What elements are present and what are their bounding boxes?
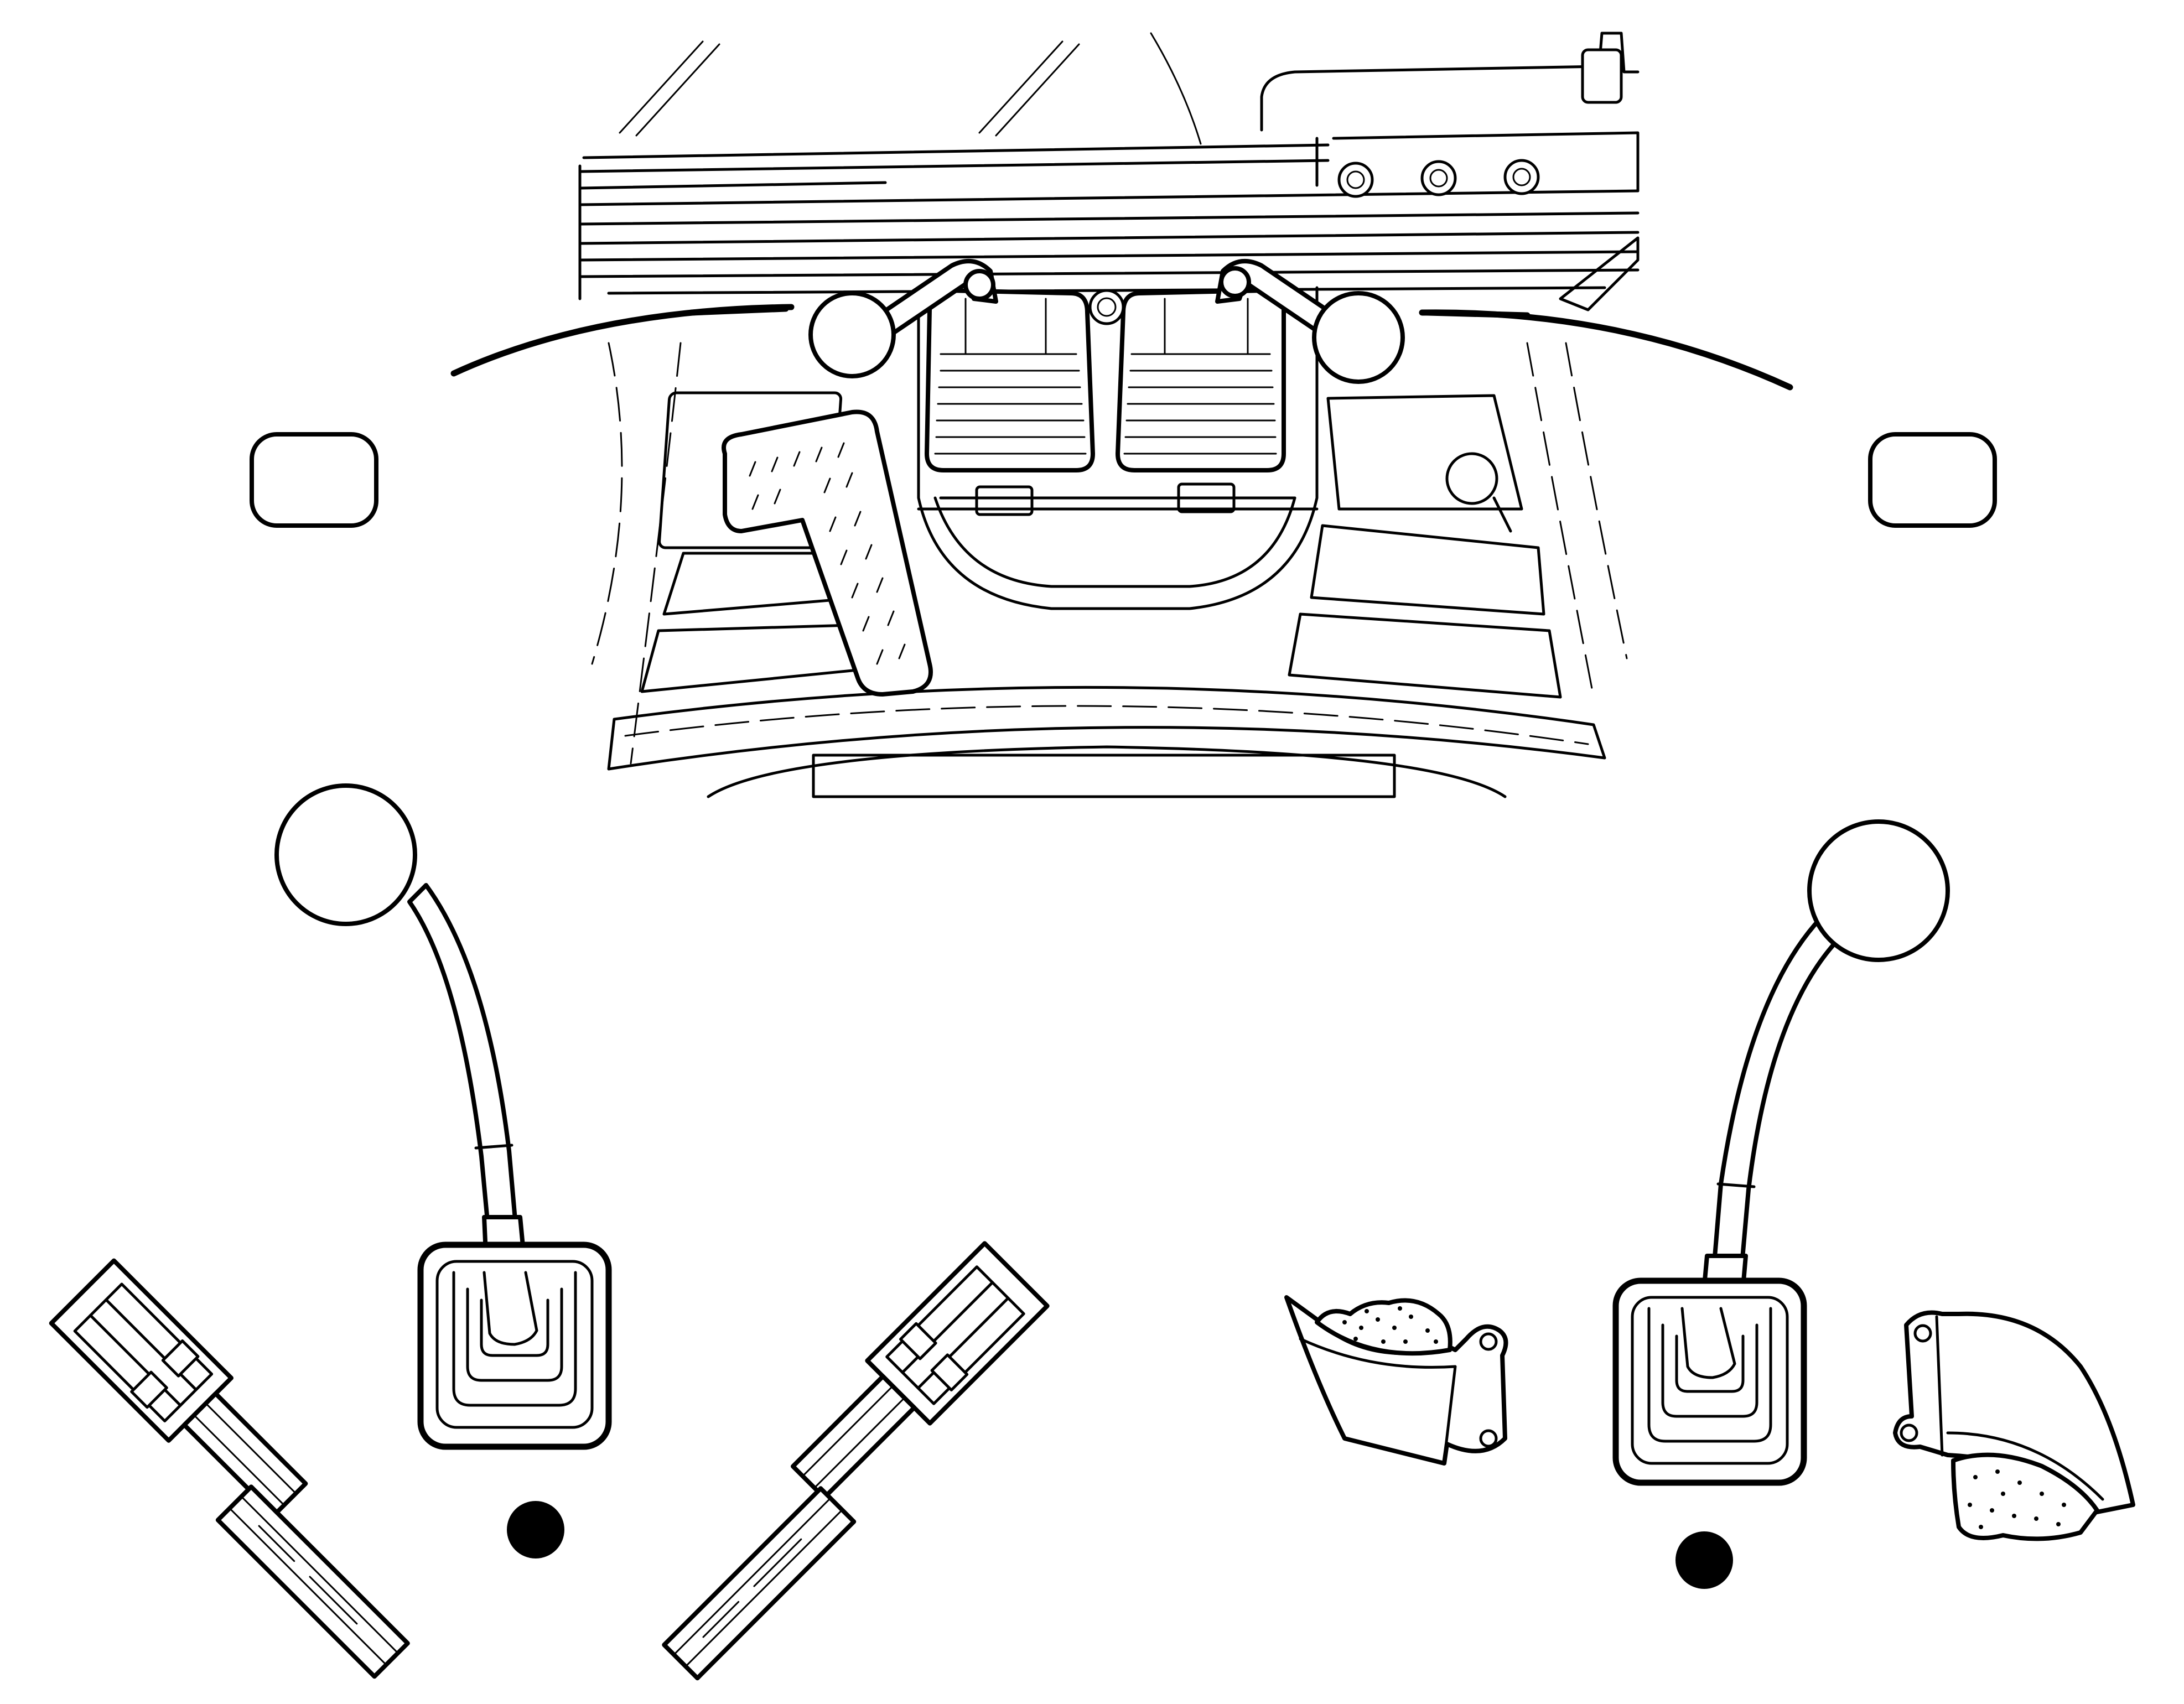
left-indicator-dot [507, 1501, 564, 1558]
floor-dashed-contour [591, 342, 1628, 765]
right-indicator-dot [1675, 1531, 1733, 1589]
right-lever-knob [1807, 819, 1950, 962]
left-rail-dark [688, 305, 789, 316]
right-cylinder-section [662, 1241, 1050, 1681]
right-detail-lever [1612, 819, 1950, 1589]
right-cylinder-upper [791, 1241, 1050, 1500]
dashboard-frame [578, 143, 1640, 300]
right-cylinder-lower [662, 1486, 857, 1681]
bucket-curled [1284, 1295, 1508, 1466]
windshield-glare [619, 32, 1202, 145]
right-rail-arc [1419, 309, 1793, 391]
left-cylinder-upper [49, 1258, 308, 1518]
right-lever-boot-top [1116, 288, 1286, 513]
right-side-bracket [1559, 236, 1640, 311]
bucket-dumped [1893, 1310, 2135, 1541]
left-lever-top [808, 259, 998, 378]
floor-console [917, 286, 1319, 610]
bucket-dumped-load [1951, 1452, 2099, 1541]
left-cylinder-section [49, 1258, 410, 1679]
right-lever-top [1215, 259, 1405, 384]
left-label-box [250, 432, 378, 528]
left-detail-lever [274, 783, 612, 1558]
right-label-box [1868, 432, 1997, 528]
right-floor-knob [1445, 452, 1512, 533]
bucket-curled-load [1315, 1298, 1452, 1356]
top-right-bracket [1260, 32, 1640, 198]
left-cylinder-lower [215, 1484, 410, 1679]
bolt-3 [1503, 159, 1540, 195]
center-indicator-light [1088, 289, 1125, 325]
bolt-1 [1337, 162, 1374, 198]
pedal-tread [749, 442, 906, 665]
load-texture-right [1968, 1469, 2066, 1529]
load-texture-left [1342, 1306, 1438, 1344]
left-lever-boot-top [925, 288, 1095, 516]
right-rail-dark [1424, 309, 1531, 319]
left-lever-boot [417, 1241, 612, 1450]
accelerator-pedal [722, 409, 933, 697]
left-rail-arc [450, 304, 795, 377]
right-lever-boot [1612, 1277, 1807, 1486]
bolt-2 [1420, 160, 1457, 196]
cab-operator-station [450, 32, 1793, 798]
left-lever-knob [274, 783, 417, 926]
